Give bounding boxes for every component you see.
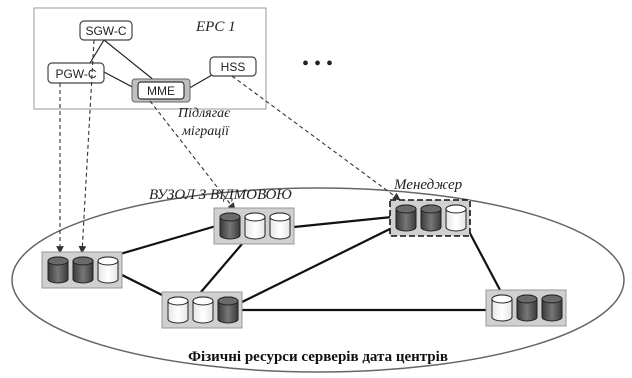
datacenter-caption: Фізичні ресурси серверів дата центрів xyxy=(188,349,448,365)
disk-light xyxy=(167,296,189,324)
migration-note-line2: міграції xyxy=(181,124,230,139)
disk-dark xyxy=(219,212,241,240)
failed-node-label: ВУЗОЛ З ВІДМОВОЮ xyxy=(149,187,292,203)
hss-to-manager-arrow xyxy=(231,75,401,201)
server-failed-node[interactable] xyxy=(213,207,295,245)
ellipsis: • • • xyxy=(302,53,333,75)
disk-dark xyxy=(47,256,69,284)
pgw-label: PGW-C xyxy=(55,67,96,81)
mme-node[interactable]: MME xyxy=(131,78,191,103)
hss-node[interactable]: HSS xyxy=(209,56,257,77)
mme-label: MME xyxy=(147,84,175,98)
pgw-node[interactable]: PGW-C xyxy=(47,62,105,84)
mme-to-failed-node-arrow xyxy=(149,100,236,211)
disk-dark xyxy=(395,204,417,232)
manager-label: Менеджер xyxy=(393,177,463,193)
datacenter-ellipse xyxy=(11,187,625,373)
disk-light xyxy=(97,256,119,284)
disk-dark xyxy=(516,294,538,322)
servers xyxy=(41,199,567,329)
disk-light xyxy=(445,204,467,232)
disk-light xyxy=(491,294,513,322)
disk-dark xyxy=(541,294,563,322)
dashed-arrows xyxy=(56,39,401,254)
epc-title: EPC 1 xyxy=(195,19,236,35)
disk-dark xyxy=(72,256,94,284)
sgw-node[interactable]: SGW-C xyxy=(79,20,133,41)
server-bottom-mid[interactable] xyxy=(161,291,243,329)
hss-label: HSS xyxy=(221,60,246,74)
sgw-label: SGW-C xyxy=(85,24,126,38)
migration-note-line1: Підлягає xyxy=(177,106,231,121)
server-manager[interactable] xyxy=(389,199,471,237)
sgw-to-server-arrow xyxy=(78,39,95,254)
disk-light xyxy=(269,212,291,240)
server-bottom-right[interactable] xyxy=(485,289,567,327)
disk-dark xyxy=(420,204,442,232)
disk-dark xyxy=(217,296,239,324)
disk-light xyxy=(244,212,266,240)
disk-light xyxy=(192,296,214,324)
server-left[interactable] xyxy=(41,251,123,289)
